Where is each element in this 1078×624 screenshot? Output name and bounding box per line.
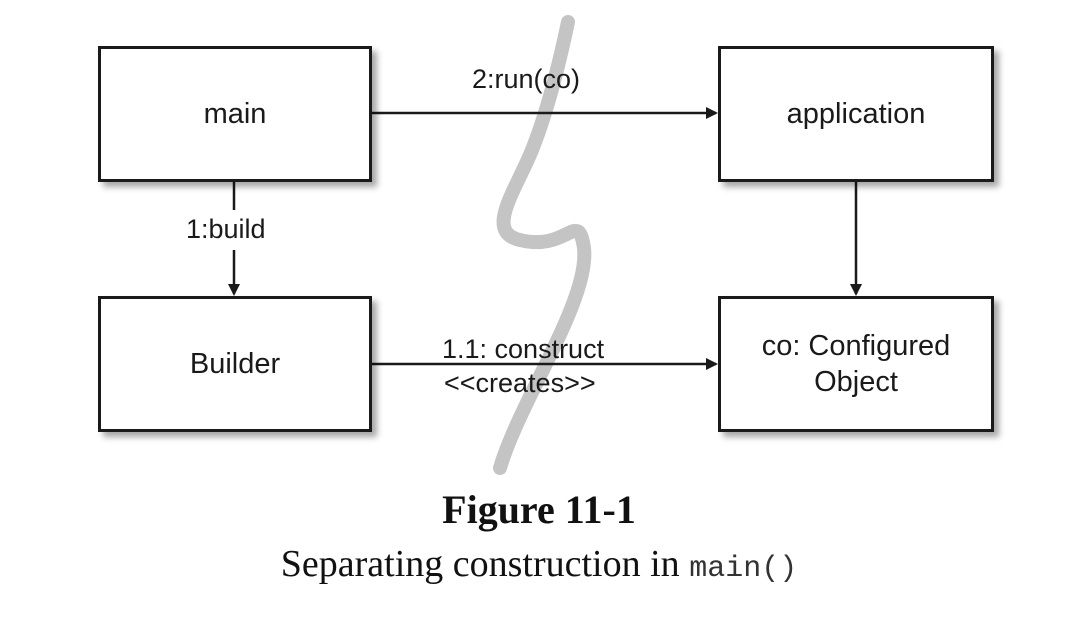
figure-title: Separating construction in main() [0, 540, 1078, 593]
build-edge-label: 1:build [186, 214, 266, 244]
creates-edge-label: <<creates>> [444, 368, 596, 398]
separation-squiggle [493, 15, 592, 475]
application-box: application [718, 46, 994, 182]
run-edge-label: 2:run(co) [472, 64, 581, 94]
builder-label: Builder [189, 348, 281, 380]
configured-object-box: co: Configured Object [718, 296, 994, 432]
figure-caption: Figure 11-1 Separating construction in m… [0, 488, 1078, 593]
figure-title-code: main() [689, 552, 798, 586]
construct-edge-label: 1.1: construct [442, 334, 605, 364]
figure-title-text: Separating construction in [280, 543, 690, 585]
figure-number: Figure 11-1 [442, 487, 636, 532]
configured-object-label: co: Configured Object [762, 328, 951, 400]
configured-object-label-line2: Object [814, 366, 898, 398]
builder-box: Builder [98, 296, 372, 432]
configured-object-label-line1: co: Configured [761, 330, 951, 362]
application-label: application [786, 98, 926, 130]
main-label: main [203, 98, 267, 130]
main-box: main [98, 46, 372, 182]
